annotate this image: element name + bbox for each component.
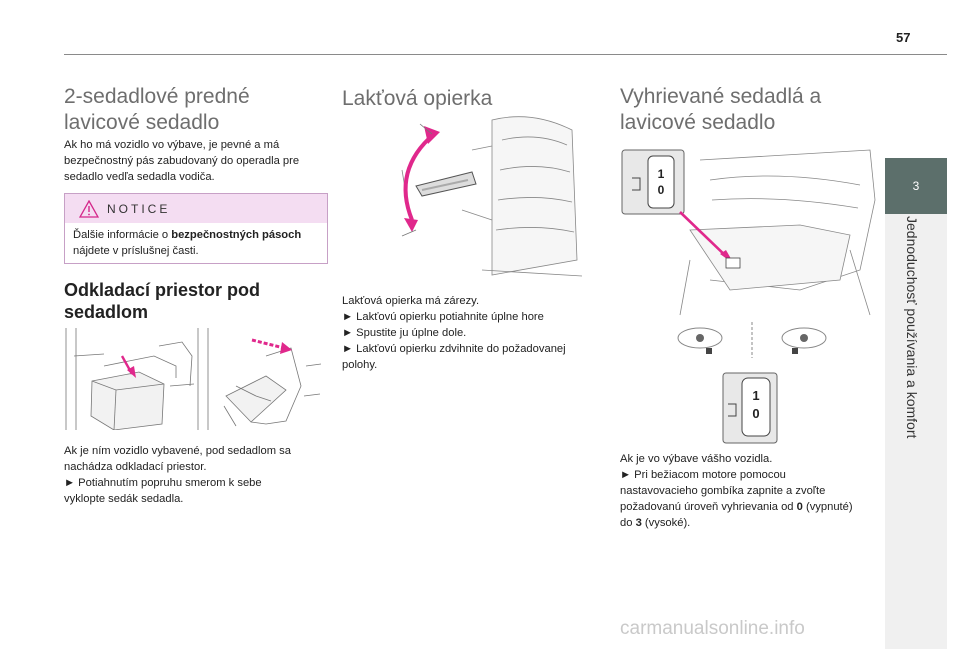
level-min: 0 [796,501,803,513]
armrest-illustration [401,116,583,277]
text-line: ► Lakťovú opierku zdvihnite do požadovan… [342,343,566,355]
heading-line: sedadlom [64,302,149,322]
level-max: 3 [635,517,642,529]
text-run: (vypnuté) [802,501,853,513]
warning-icon [79,199,99,218]
bench-seat-intro: Ak ho má vozidlo vo výbave, je pevné a m… [64,137,326,185]
seatbelt-reference: bezpečnostných pásoch [171,229,302,241]
text-line: nastavovacieho gombíka zapnite a zvoľte [620,485,826,497]
notice-text: Ďalšie informácie o bezpečnostných pásoc… [65,223,327,263]
dial-digit: 0 [658,183,665,197]
text-run: nájdete v príslušnej časti. [73,245,199,257]
header-rule [64,54,947,55]
heading-line: lavicové sedadlo [620,111,776,134]
text-line: sedadlo vedľa sedadla vodiča. [64,171,215,183]
text-line: vyklopte sedák sedadla. [64,493,184,505]
text-run: požadovanú úroveň vyhrievania od [620,501,797,513]
chapter-tab[interactable]: 3 [885,158,947,214]
text-line: ► Potiahnutím popruhu smerom k sebe [64,477,262,489]
chapter-title: Jednoduchosť používania a komfort [904,216,920,439]
notice-header: NOTICE [65,194,327,223]
notice-title: NOTICE [107,201,171,216]
text-line: Ak je ním vozidlo vybavené, pod sedadlom… [64,445,291,457]
underseat-storage-illustration-1 [65,328,195,430]
text-line: Lakťová opierka má zárezy. [342,295,480,307]
notice-box: NOTICE Ďalšie informácie o bezpečnostnýc… [64,193,328,264]
heated-seats-text: Ak je vo výbave vášho vozidla. ► Pri bež… [620,451,882,531]
dial-digit: 1 [752,388,759,403]
heading-line: lavicové sedadlo [64,111,220,134]
underseat-storage-text: Ak je ním vozidlo vybavené, pod sedadlom… [64,443,326,507]
section-heading-armrest: Lakťová opierka [342,87,493,110]
text-line: ► Lakťovú opierku potiahnite úplne hore [342,311,544,323]
text-run: (vysoké). [641,517,691,529]
subheading-underseat-storage: Odkladací priestor pod sedadlom [64,279,326,323]
text-line: polohy. [342,359,378,371]
text-line: ► Pri bežiacom motore pomocou [620,469,786,481]
dial-digit: 0 [752,406,759,421]
text-line: Ak ho má vozidlo vo výbave, je pevné a m… [64,139,280,151]
armrest-text: Lakťová opierka má zárezy. ► Lakťovú opi… [342,293,604,373]
heating-dial-closeup: 1 0 [722,372,778,444]
page-number: 57 [896,30,911,45]
chapter-sidebar [885,214,947,649]
text-run: do [620,517,636,529]
text-line: bezpečnostný pás zabudovaný do operadla … [64,155,300,167]
heading-line: 2-sedadlové predné [64,85,250,108]
text-line: ► Spustite ju úplne dole. [342,327,467,339]
heading-line: Vyhrievané sedadlá a [620,85,822,108]
section-heading-bench-seat: 2-sedadlové predné lavicové sedadlo [64,84,326,136]
section-heading-heated-seats: Vyhrievané sedadlá a lavicové sedadlo [620,84,882,136]
text-run: Ďalšie informácie o [73,229,172,241]
watermark: carmanualsonline.info [620,618,805,639]
text-line: nachádza odkladací priestor. [64,461,207,473]
underseat-storage-illustration-2 [197,328,322,430]
text-line: Ak je vo výbave vášho vozidla. [620,453,773,465]
heading-line: Odkladací priestor pod [64,280,261,300]
heated-seat-illustration: 1 0 [621,149,876,316]
lhd-rhd-steering-icons [677,322,827,358]
dial-digit: 1 [658,167,665,181]
